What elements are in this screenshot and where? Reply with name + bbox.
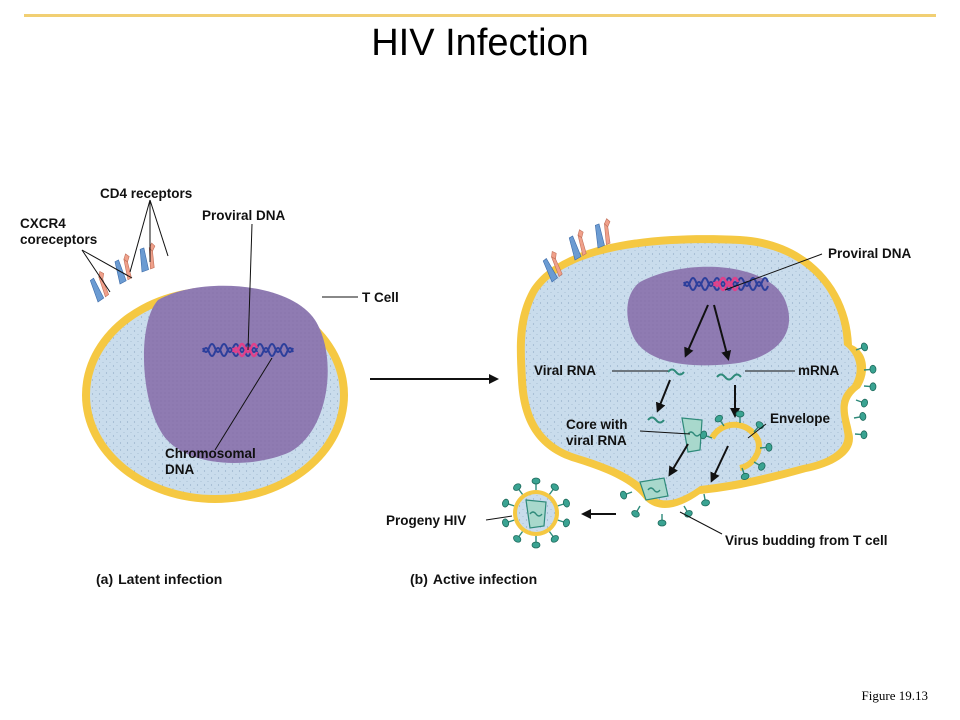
label-virus-budding: Virus budding from T cell [725, 533, 888, 548]
proviral-segment-a [231, 346, 259, 358]
proviral-line-b [724, 253, 823, 291]
label-chromosomal: Chromosomal [165, 446, 256, 461]
cxcr4-line-1 [81, 249, 111, 293]
nucleus-b [627, 266, 790, 366]
arrow-envelope-to-bud [710, 445, 729, 483]
top-rule [24, 14, 936, 17]
core-capsid [681, 417, 703, 453]
label-cxcr4: CXCR4 [20, 216, 66, 231]
active-t-cell [516, 217, 867, 519]
caption-b: (b) Active infection [410, 571, 537, 587]
core-line [639, 430, 691, 435]
nucleus-a [143, 285, 328, 463]
arrow-to-viral-rna [684, 304, 709, 358]
arrow-to-mrna [713, 304, 732, 361]
cxcr4-line-2 [81, 249, 133, 279]
label-coreceptors: coreceptors [20, 232, 97, 247]
budding-line [679, 511, 723, 535]
label-envelope: Envelope [770, 411, 831, 426]
label-core-with: Core with [566, 417, 628, 432]
proviral-line-a [247, 223, 253, 351]
latent-t-cell [82, 241, 348, 503]
caption-a-marker: (a) [96, 571, 113, 587]
progeny-hiv-virion [500, 477, 572, 549]
cd4-line-3 [149, 199, 169, 257]
envelope-line [747, 423, 767, 439]
cd4-line-1 [129, 199, 151, 273]
chromosomal-line [214, 357, 273, 451]
caption-b-marker: (b) [410, 571, 428, 587]
progeny-line [485, 515, 513, 521]
mrna-strand [716, 373, 742, 381]
figure-reference: Figure 19.13 [861, 688, 928, 703]
label-chromosomal-dna: DNA [165, 462, 194, 477]
caption-b-text: Active infection [433, 571, 537, 587]
arrow-core-to-bud [668, 443, 689, 477]
label-cd4-receptors: CD4 receptors [100, 186, 192, 201]
receptor-a-3 [133, 241, 163, 273]
label-viral-rna-core: viral RNA [566, 433, 627, 448]
caption-a: (a) Latent infection [96, 571, 222, 587]
label-t-cell: T Cell [362, 290, 399, 305]
receptor-a-1 [83, 269, 116, 303]
viral-rna-strand [667, 368, 685, 376]
label-mrna: mRNA [798, 363, 840, 378]
label-progeny-hiv: Progeny HIV [386, 513, 466, 528]
label-proviral-dna-b: Proviral DNA [828, 246, 912, 261]
slide-title: HIV Infection [371, 22, 589, 64]
core-rna-strand [647, 416, 665, 424]
arrow-to-core [655, 379, 671, 413]
label-proviral-dna-a: Proviral DNA [202, 208, 286, 223]
label-viral-rna: Viral RNA [534, 363, 596, 378]
envelope-arc [709, 421, 762, 471]
caption-a-text: Latent infection [118, 571, 222, 587]
